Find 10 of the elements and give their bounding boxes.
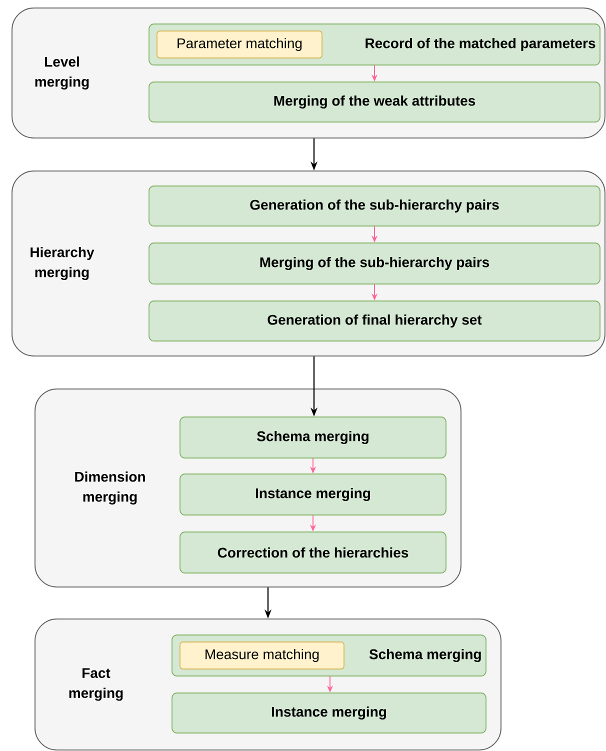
process-box: Generation of final hierarchy set bbox=[148, 300, 600, 342]
process-box: Merging of the sub-hierarchy pairs bbox=[148, 242, 600, 284]
process-box: Merging of the weak attributes bbox=[148, 82, 600, 122]
tag-box: Parameter matching bbox=[156, 30, 322, 58]
tag-box: Measure matching bbox=[180, 642, 344, 670]
process-box: Instance merging bbox=[180, 474, 446, 516]
process-box: Generation of the sub-hierarchy pairs bbox=[148, 186, 600, 226]
process-box: Correction of the hierarchies bbox=[180, 532, 446, 574]
process-box: Instance merging bbox=[172, 692, 486, 734]
process-box: Schema merging bbox=[180, 416, 446, 458]
